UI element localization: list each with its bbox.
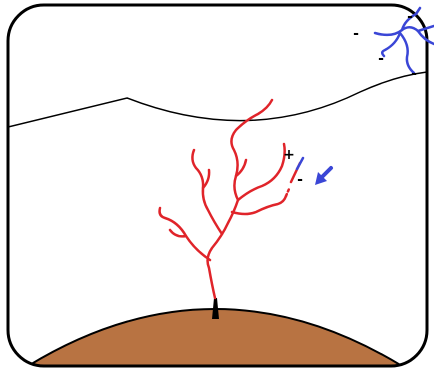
arrow-down-left-icon bbox=[315, 168, 331, 185]
upward-leader bbox=[160, 100, 286, 298]
cloud-charge-sign: - bbox=[407, 9, 413, 25]
lightning-rod bbox=[212, 298, 219, 319]
cloud-charge-sign: - bbox=[353, 26, 359, 42]
negative-charge-sign: - bbox=[297, 172, 303, 188]
positive-charge-sign: + bbox=[283, 147, 295, 163]
cloud-charge-sign: - bbox=[378, 51, 384, 67]
cloud-base-line bbox=[8, 72, 427, 127]
cloud-charge-sign: - bbox=[411, 66, 417, 82]
